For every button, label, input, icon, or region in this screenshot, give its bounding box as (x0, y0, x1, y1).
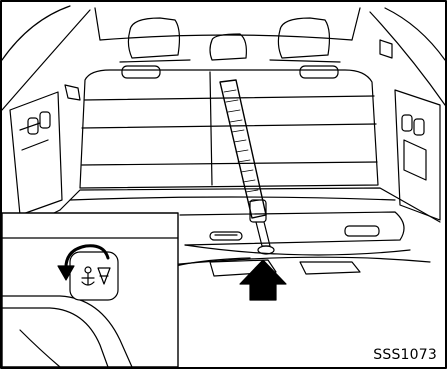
cargo-floor-slot-icon (210, 232, 242, 240)
seat-belt-buckle-icon (250, 200, 274, 254)
inset-detail-panel (2, 213, 178, 367)
pointer-arrow-icon (240, 260, 286, 300)
seat-belt-anchor-right (380, 40, 392, 58)
second-row-seats (120, 18, 340, 78)
third-row-seat-illustration (80, 70, 378, 188)
seat-belt-anchor-left (65, 85, 80, 100)
figure-code-label: SSS1073 (371, 347, 439, 363)
